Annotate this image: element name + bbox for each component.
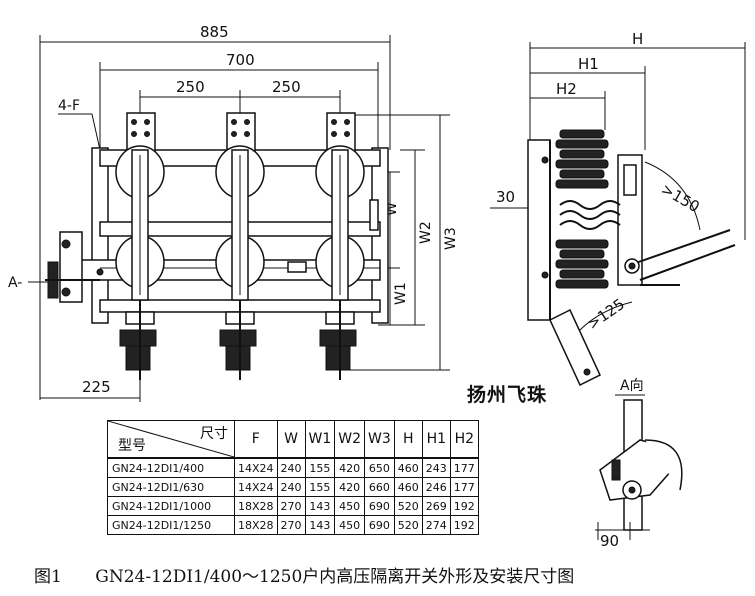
figure-title: GN24-12DⅠ1/400～1250户内高压隔离开关外形及安装尺寸图: [95, 567, 575, 587]
pole-phase-a: [115, 112, 165, 380]
side-view-switch: [527, 129, 736, 387]
pole-phase-c: [315, 112, 365, 380]
table-cell: 14X24: [234, 477, 278, 497]
corner-label-size: 尺寸: [200, 426, 228, 442]
table-cell: 420: [334, 457, 366, 478]
table-row: GN24-12DI1/1000 18X28 270 143 450 690 52…: [107, 496, 479, 516]
dim-h1: H1: [578, 55, 599, 73]
figure-number: 图1: [34, 567, 62, 587]
table-cell: 270: [276, 496, 306, 516]
dim-w3: W3: [443, 227, 459, 250]
table-cell: 274: [421, 515, 451, 535]
model-cell: GN24-12DI1/400: [107, 457, 235, 478]
spec-table-corner-header: 尺寸 型号: [107, 420, 235, 459]
table-cell: 660: [364, 477, 395, 497]
table-row: GN24-12DI1/400 14X24 240 155 420 650 460…: [107, 457, 479, 478]
figure-caption: 图1 GN24-12DⅠ1/400～1250户内高压隔离开关外形及安装尺寸图: [34, 562, 574, 587]
column-header: H1: [421, 420, 451, 459]
table-cell: 192: [449, 515, 479, 535]
dim-30: 30: [496, 188, 515, 206]
table-cell: 520: [393, 515, 423, 535]
table-cell: 450: [334, 496, 366, 516]
dim-250-left: 250: [176, 78, 205, 96]
dim-gt150: >150: [658, 180, 703, 216]
table-cell: 18X28: [234, 515, 278, 535]
dim-h: H: [632, 30, 643, 48]
table-cell: 177: [449, 477, 479, 497]
label-4-f: 4-F: [58, 98, 80, 114]
table-cell: 650: [364, 457, 395, 478]
dim-w2: W2: [418, 221, 434, 244]
dim-700: 700: [226, 51, 255, 69]
table-cell: 246: [421, 477, 451, 497]
table-cell: 18X28: [234, 496, 278, 516]
table-cell: 690: [364, 496, 395, 516]
table-cell: 155: [304, 457, 336, 478]
table-cell: 460: [393, 477, 423, 497]
table-cell: 155: [304, 477, 336, 497]
dim-250-right: 250: [272, 78, 301, 96]
table-cell: 240: [276, 477, 306, 497]
dim-gt125: >125: [584, 295, 628, 333]
column-header: W3: [364, 420, 395, 459]
column-header: W2: [334, 420, 366, 459]
column-header: W1: [304, 420, 336, 459]
table-cell: 143: [304, 496, 336, 516]
front-view-dimensions: 885 700 250 250 4-F 225 A- W W1 W2: [8, 23, 459, 402]
corner-diagonal: [108, 421, 234, 457]
table-cell: 177: [449, 457, 479, 478]
a-view-detail: A向 90: [595, 378, 683, 550]
corner-label-model: 型号: [118, 438, 146, 454]
table-cell: 243: [421, 457, 451, 478]
column-header: W: [276, 420, 306, 459]
table-cell: 14X24: [234, 457, 278, 478]
table-cell: 143: [304, 515, 336, 535]
dim-90: 90: [600, 532, 619, 550]
dim-225: 225: [82, 378, 111, 396]
spec-table-header-row: 尺寸 型号 F W W1 W2 W3 H H1 H2: [107, 420, 479, 459]
model-cell: GN24-12DI1/630: [107, 477, 235, 497]
lower-insulator: [555, 239, 609, 289]
column-header: H: [393, 420, 423, 459]
label-a-arrow: A-: [8, 275, 22, 291]
model-cell: GN24-12DI1/1000: [107, 496, 235, 516]
column-header: F: [234, 420, 278, 459]
table-cell: 192: [449, 496, 479, 516]
table-cell: 420: [334, 477, 366, 497]
table-cell: 460: [393, 457, 423, 478]
column-header: H2: [449, 420, 479, 459]
table-cell: 270: [276, 515, 306, 535]
spec-table: 尺寸 型号 F W W1 W2 W3 H H1 H2 GN24-12DI1/40…: [107, 420, 479, 535]
table-cell: 269: [421, 496, 451, 516]
brand-label: 扬州飞珠: [467, 384, 548, 406]
table-cell: 240: [276, 457, 306, 478]
pole-phase-b: [215, 112, 265, 380]
upper-insulator: [555, 129, 609, 189]
table-cell: 520: [393, 496, 423, 516]
model-cell: GN24-12DI1/1250: [107, 515, 235, 535]
table-cell: 690: [364, 515, 395, 535]
table-cell: 450: [334, 515, 366, 535]
label-a-view: A向: [620, 378, 644, 394]
dim-h2: H2: [556, 80, 577, 98]
table-row: GN24-12DI1/630 14X24 240 155 420 660 460…: [107, 477, 479, 497]
table-row: GN24-12DI1/1250 18X28 270 143 450 690 52…: [107, 515, 479, 535]
dim-w1: W1: [393, 282, 409, 305]
dim-885: 885: [200, 23, 229, 41]
